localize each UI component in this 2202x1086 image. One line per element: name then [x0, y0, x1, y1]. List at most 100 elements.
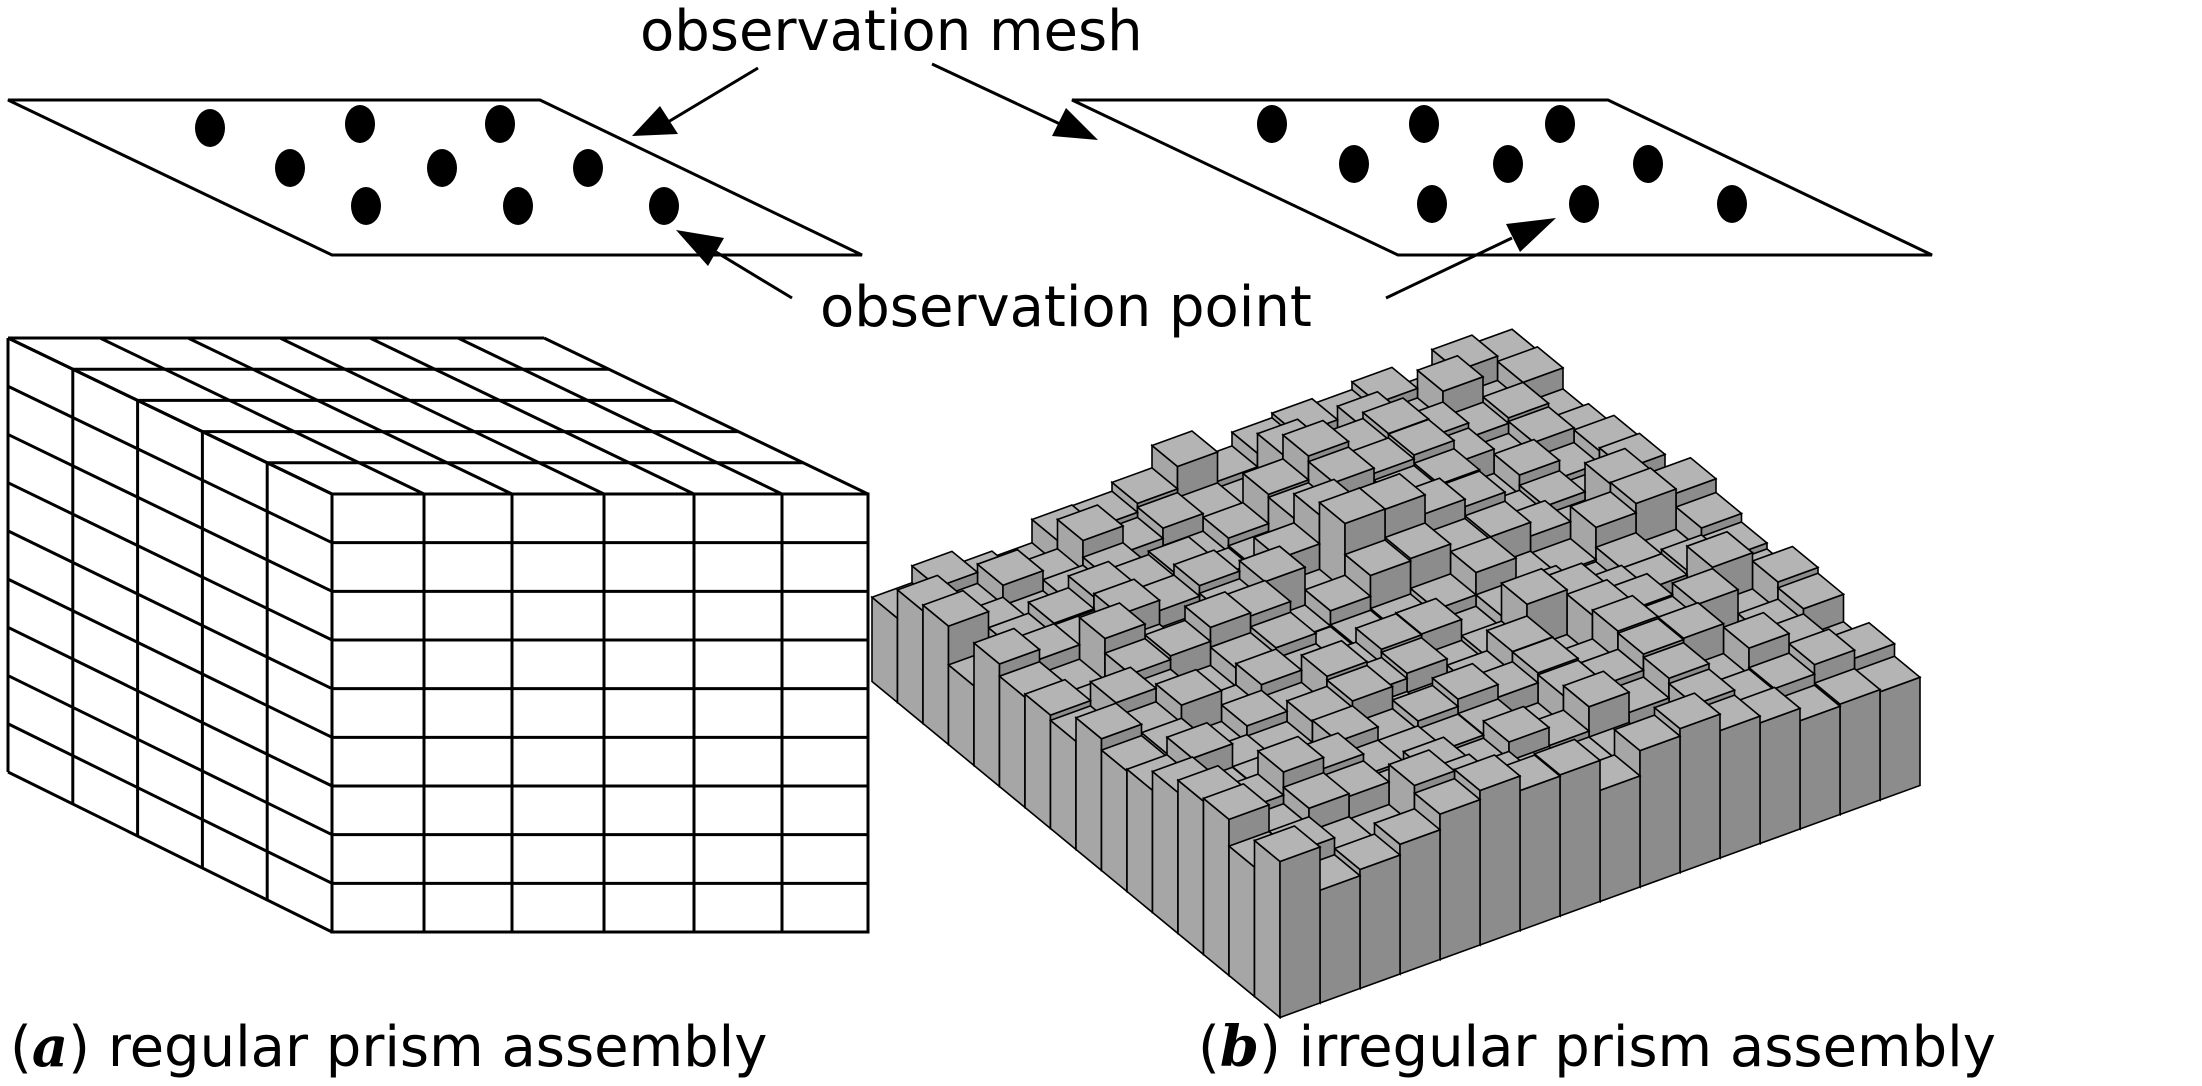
prism-face	[1590, 594, 1660, 633]
prism-face	[1721, 611, 1791, 650]
prism-face	[1387, 749, 1457, 787]
prism-face	[1759, 707, 1801, 845]
prism-face	[1279, 845, 1321, 1019]
prism-face	[1281, 771, 1351, 810]
prism-face	[1776, 572, 1846, 610]
prism-face	[1448, 536, 1518, 574]
prism-face	[1399, 828, 1441, 976]
prism-face	[1652, 692, 1722, 730]
prism-face	[1219, 689, 1289, 727]
prism-face	[1639, 734, 1681, 889]
prism-face	[1608, 467, 1678, 505]
prism-face	[1415, 354, 1485, 393]
observation-point-label: observation point	[820, 275, 1312, 340]
prism-face	[1177, 778, 1205, 957]
prism-face	[1154, 668, 1224, 707]
prism-face	[1024, 692, 1052, 831]
prism-face	[922, 603, 950, 747]
regular-prism-assembly	[6, 336, 870, 934]
grid-line	[7, 384, 333, 545]
prism-face	[1719, 714, 1761, 860]
prism-face	[1379, 636, 1449, 675]
prism-face	[1568, 490, 1638, 529]
prism-face	[1303, 574, 1373, 612]
prism-face	[1561, 670, 1631, 708]
prism-face	[1499, 567, 1569, 606]
prism-face	[1150, 430, 1220, 468]
prism-face	[1481, 381, 1551, 419]
observation-mesh-right	[1071, 98, 1933, 257]
prism-face	[1202, 796, 1230, 978]
observation-point	[1633, 145, 1663, 183]
prism-face	[921, 589, 991, 628]
prism-face	[1075, 716, 1103, 873]
caption-b-text: irregular prism assembly	[1299, 1015, 1996, 1080]
grid-line	[7, 770, 333, 934]
observation-point	[1717, 185, 1747, 223]
prism-face	[1685, 530, 1755, 569]
caption-b-letter: b	[1220, 1014, 1259, 1080]
prism-face	[1248, 611, 1318, 649]
prism-face	[1135, 491, 1205, 530]
prism-face	[1750, 545, 1820, 583]
arrows	[632, 62, 1556, 300]
observation-point	[1545, 105, 1575, 143]
prism-face	[1412, 777, 1482, 816]
grid-line	[369, 336, 695, 496]
prism-face	[1049, 718, 1077, 852]
prism-face	[1492, 438, 1562, 476]
grid-line	[7, 722, 333, 885]
prism-face	[1879, 676, 1921, 802]
observation-point	[1493, 145, 1523, 183]
arrow-mesh-to-left	[632, 66, 759, 136]
grid-line	[457, 336, 783, 496]
prism-face	[1559, 759, 1601, 918]
observation-point	[1569, 185, 1599, 223]
prism-face	[1679, 712, 1721, 874]
prism-face	[1599, 774, 1641, 903]
prism-face	[1354, 612, 1424, 651]
grid-line	[187, 336, 513, 496]
prism-face	[1519, 774, 1561, 932]
observation-mesh-label: observation mesh	[640, 0, 1143, 64]
arrow-point-to-left	[676, 230, 793, 300]
observation-point	[503, 187, 533, 225]
arrow-mesh-to-right	[931, 62, 1098, 140]
prism-face	[1386, 418, 1456, 456]
prism-face	[1317, 487, 1387, 525]
prism-face	[1656, 601, 1726, 640]
prism-face	[1126, 767, 1154, 915]
prism-face	[1077, 602, 1147, 640]
prism-face	[1439, 798, 1481, 961]
prism-face	[1299, 639, 1369, 678]
observation-point	[275, 149, 305, 187]
prism-face	[1110, 466, 1180, 505]
grid-line	[7, 481, 333, 642]
prism-face	[973, 641, 1001, 789]
irregular-prism-assembly	[870, 328, 1922, 1020]
observation-point	[351, 187, 381, 225]
prism-face	[1228, 844, 1256, 999]
prism-face	[1359, 853, 1401, 990]
grid-line	[279, 336, 605, 496]
caption-a: (a) regular prism assembly	[10, 1014, 767, 1080]
prism-face	[1452, 754, 1522, 792]
prism-face	[1023, 678, 1093, 717]
prism-face	[1674, 491, 1744, 529]
observation-point	[649, 187, 679, 225]
prism-face	[1201, 501, 1271, 540]
prism-face	[1252, 825, 1322, 863]
prism-face	[1201, 782, 1271, 821]
prism-face	[1325, 664, 1395, 702]
prism-face	[1430, 662, 1500, 701]
prism-column	[1252, 825, 1322, 1020]
prism-face	[1143, 619, 1213, 657]
grid-line	[7, 625, 333, 788]
observation-point	[1417, 185, 1447, 223]
prism-face	[1616, 617, 1686, 656]
prism-face	[1183, 590, 1253, 629]
prism-face	[975, 548, 1045, 587]
prism-front-face	[330, 492, 870, 934]
prism-face	[896, 588, 924, 726]
